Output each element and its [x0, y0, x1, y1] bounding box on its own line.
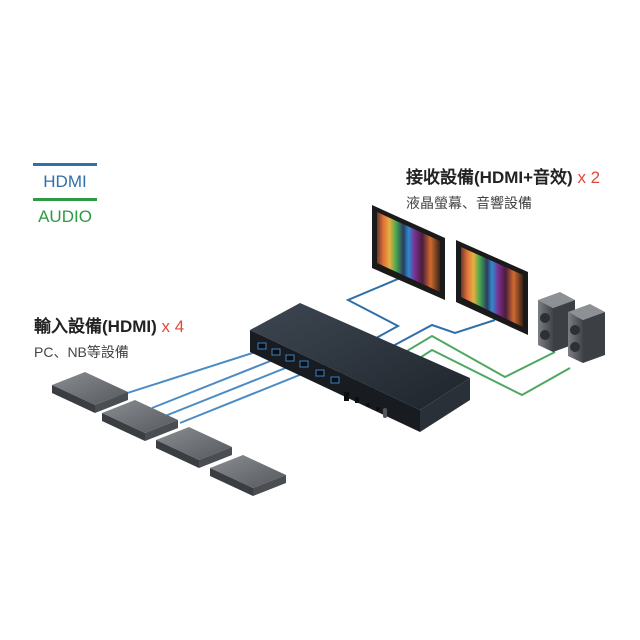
output-devices-count: x 2 [577, 168, 601, 187]
input-devices-title-text: 輸入設備(HDMI) [34, 317, 157, 336]
output-devices-title-text: 接收設備(HDMI+音效) [406, 168, 573, 187]
legend: HDMI AUDIO [33, 163, 97, 233]
source-device-3 [156, 427, 232, 468]
source-device-4 [210, 455, 286, 496]
input-devices-title: 輸入設備(HDMI) x 4 [34, 312, 184, 337]
input-devices-subtitle: PC、NB等設備 [34, 344, 129, 360]
input-devices-caption: 輸入設備(HDMI) x 4 PC、NB等設備 [34, 312, 184, 362]
hdmi-legend-line [33, 163, 97, 166]
hdmi-input-cables [117, 349, 313, 424]
display-1 [372, 205, 445, 300]
audio-legend-label: AUDIO [38, 207, 92, 226]
input-devices-count: x 4 [161, 317, 185, 336]
display-2 [456, 240, 528, 335]
speaker-right [568, 304, 605, 363]
source-device-1 [52, 372, 128, 413]
output-devices-title: 接收設備(HDMI+音效) x 2 [406, 163, 600, 188]
audio-legend-line [33, 198, 97, 201]
output-devices-caption: 接收設備(HDMI+音效) x 2 液晶螢幕、音響設備 [406, 163, 600, 213]
output-devices-subtitle: 液晶螢幕、音響設備 [406, 195, 532, 211]
source-device-2 [102, 400, 178, 441]
hdmi-switch [250, 303, 470, 432]
hdmi-legend-label: HDMI [43, 172, 87, 191]
